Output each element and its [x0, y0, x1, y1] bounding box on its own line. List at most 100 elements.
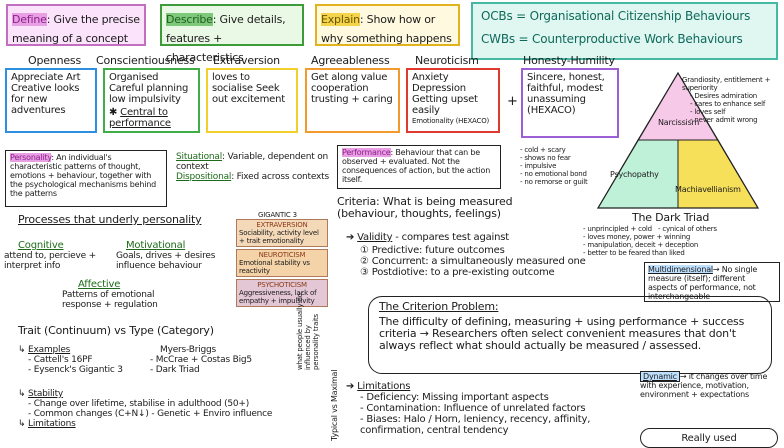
extraversion-text: loves to socialise Seek out excitement [212, 72, 285, 105]
explain-legend: Explain: Show how or why something happe… [315, 4, 460, 46]
performance-text: : Behaviour that can be observed + evalu… [342, 148, 491, 184]
central-to-performance: ✱ Central to performance [109, 107, 171, 129]
dispositional-term: Dispositional [176, 172, 232, 182]
affective-heading: Affective [78, 279, 121, 290]
margin-note: what people usually do, influenced by pe… [296, 291, 320, 370]
agreeableness-text: Get along value cooperation trusting + c… [311, 72, 393, 105]
honesty-humility-text: Sincere, honest, faithful, modest unassu… [527, 72, 605, 116]
define-legend: Define: Give the precise meaning of a co… [6, 4, 146, 46]
explain-term: Explain [321, 13, 360, 26]
multidimensional-box: Multidimensional→ No single measure (its… [644, 262, 780, 302]
example-cattell: - Cattell's 16PF [28, 355, 93, 365]
example-eysenck: - Eysenck's Gigantic 3 [28, 365, 123, 375]
define-text: : Give the precise meaning of a concept [12, 13, 140, 45]
dynamic-text: → it changes over time with experience, … [640, 372, 768, 399]
ocb-definition: OCBs = Organisational Citizenship Behavi… [481, 9, 751, 23]
openness-heading: Openness [28, 54, 81, 67]
neuroticism-heading: Neuroticism [415, 54, 479, 67]
dispositional-text: : Fixed across contexts [231, 172, 329, 182]
neuroticism-box: Anxiety Depression Getting upset easily … [406, 68, 500, 133]
g3-psychoticism: PSYCHOTICISM Aggressiveness, lack of emp… [236, 279, 328, 307]
criteria-title: Criteria: What is being measured (behavi… [337, 195, 513, 220]
motivational-text: Goals, drives + desires influence behavi… [116, 251, 216, 271]
situational-text: : Variable, dependent on context [176, 152, 329, 172]
extraversion-box: loves to socialise Seek out excitement [206, 68, 298, 133]
personality-definition-box: Personality: An individual's characteris… [5, 150, 167, 207]
narcissism-label: Narcissism [658, 118, 700, 127]
describe-legend: Describe: Give details, features + chara… [160, 4, 304, 64]
g3-neuroticism: NEUROTICISM Emotional stability vs react… [236, 249, 328, 277]
g3-extraversion: EXTRAVERSION Sociability, activity level… [236, 219, 328, 247]
multidimensional-term: Multidimensional [648, 265, 713, 274]
personality-term: Personality [10, 153, 52, 162]
dark-triad-diagram [596, 71, 760, 209]
stability-common: - Common changes (C+N↓) - Genetic + Envi… [28, 409, 273, 419]
limitation-contamination: - Contamination: Influence of unrelated … [360, 403, 586, 414]
personality-text: : An individual's characteristic pattern… [10, 153, 156, 198]
dynamic-term: Dynamic [640, 371, 680, 382]
psychopathy-label: Psychopathy [610, 170, 659, 179]
conscientiousness-heading: Conscientiousness [96, 54, 195, 67]
dynamic-block: Dynamic→ it changes over time with exper… [640, 371, 780, 399]
performance-term: Performance [342, 148, 391, 157]
validity-term: Validity [357, 232, 393, 243]
typical-maximal-note: Typical vs Maximal [330, 369, 339, 441]
describe-text: : Give details, features + characteristi… [166, 13, 286, 64]
emotionality-note: Emotionality (HEXACO) [412, 117, 490, 125]
machiavellianism-label: Machiavellianism [675, 185, 741, 194]
affective-block: Affective Patterns of emotional response… [62, 279, 172, 310]
situational-dispositional: Situational: Variable, dependent on cont… [176, 152, 336, 182]
validity-postdictive: ③ Postdiotive: to a pre-existing outcome [360, 267, 555, 278]
dark-triad-example: - Dark Triad [150, 365, 200, 375]
ocb-cwb-box: OCBs = Organisational Citizenship Behavi… [471, 2, 778, 60]
examples-heading: Examples [28, 345, 71, 355]
gigantic3-box: EXTRAVERSION Sociability, activity level… [236, 219, 328, 309]
openness-box: Appreciate Art Creative looks for new ad… [5, 68, 97, 133]
limitation-deficiency: - Deficiency: Missing important aspects [360, 392, 549, 403]
neuroticism-text: Anxiety Depression Getting upset easily [412, 72, 478, 116]
explain-text: : Show how or why something happens [321, 13, 452, 45]
type-examples-block: Myers-Briggs - McCrae + Costas Big5 - Da… [150, 345, 290, 375]
validity-text: - compares test against [395, 232, 509, 243]
performance-definition-box: Performance: Behaviour that can be obser… [337, 145, 501, 189]
gigantic3-title: GIGANTIC 3 [258, 211, 297, 219]
machiavellianism-region [677, 139, 759, 209]
define-term: Define [12, 13, 47, 26]
validity-block: ➔ Validity - compares test against ① Pre… [346, 232, 596, 278]
mccrae-costa: - McCrae + Costas Big5 [150, 355, 252, 365]
machiavellianism-notes: - unprincipled + cold - cynical of other… [583, 225, 717, 257]
trait-type-title: Trait (Continuum) vs Type (Category) [18, 324, 214, 337]
agreeableness-heading: Agreeableness [311, 54, 390, 67]
limitation-biases: - Biases: Halo / Horn, leniency, recency… [360, 414, 591, 436]
conscientiousness-text: Organised Careful planning low impulsivi… [109, 72, 189, 105]
dark-triad-title: The Dark Triad [632, 211, 710, 224]
validity-predictive: ① Predictive: future outcomes [360, 245, 505, 256]
affective-text: Patterns of emotional response + regulat… [62, 290, 158, 310]
multidimensional-text: → No single measure (itself); different … [648, 265, 758, 301]
motivational-heading: Motivational [126, 240, 186, 251]
honesty-humility-box: Sincere, honest, faithful, modest unassu… [521, 68, 619, 138]
motivational-block: Motivational Goals, drives + desires inf… [116, 240, 228, 271]
stability-heading: Stability [28, 389, 64, 399]
extraversion-heading: Extraversion [213, 54, 280, 67]
criteria-limitations-heading: Limitations [357, 381, 411, 392]
agreeableness-box: Get along value cooperation trusting + c… [305, 68, 400, 133]
honesty-humility-heading: Honesty-Humility [523, 54, 615, 67]
stability-change: - Change over lifetime, stabilise in adu… [28, 399, 250, 409]
examples-block: ↳ Examples - Cattell's 16PF - Eysenck's … [18, 345, 148, 375]
stability-block: ↳ Stability - Change over lifetime, stab… [18, 389, 318, 429]
cwb-definition: CWBs = Counterproductive Work Behaviours [481, 32, 743, 46]
really-used-text: Really used [681, 433, 737, 444]
trait-limitations-heading: Limitations [28, 419, 76, 429]
criterion-problem-box: The Criterion Problem: The difficulty of… [368, 296, 772, 374]
cognitive-text: attend to, percieve + interpret info [4, 251, 96, 271]
openness-text: Appreciate Art Creative looks for new ad… [11, 72, 81, 116]
describe-term: Describe [166, 13, 213, 26]
situational-term: Situational [176, 152, 223, 162]
psychopathy-notes: - cold + scary - shows no fear - impulsi… [520, 146, 588, 186]
processes-title: Processes that underly personality [18, 213, 202, 226]
myers-briggs: Myers-Briggs [160, 345, 217, 355]
really-used-box: Really used [640, 428, 778, 448]
plus-sign: + [507, 94, 518, 109]
criterion-problem-title: The Criterion Problem: [379, 300, 499, 313]
